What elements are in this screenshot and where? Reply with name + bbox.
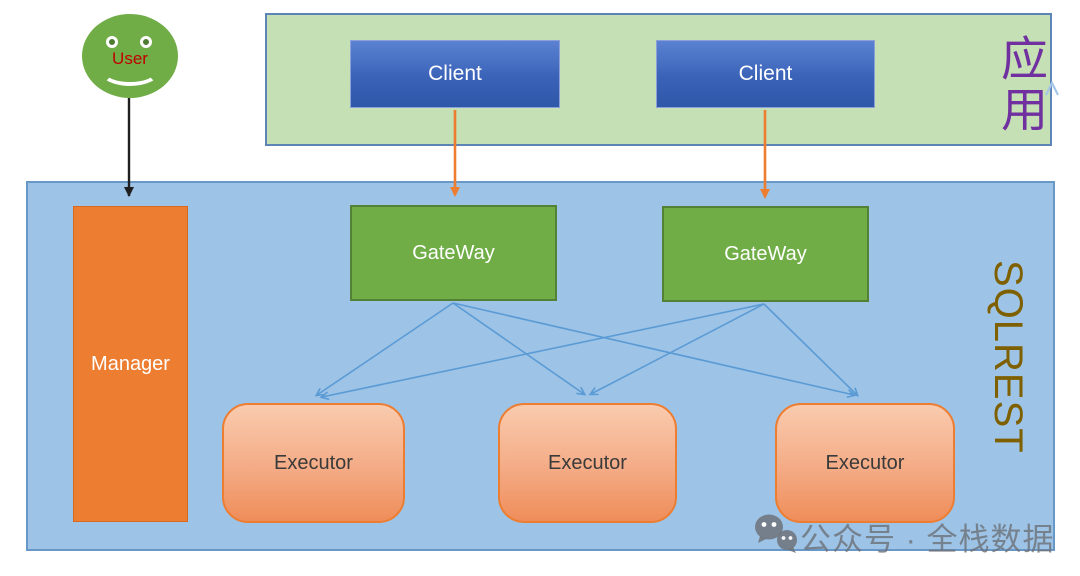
- wechat-icon: [755, 514, 797, 553]
- user-smile-icon: [101, 58, 159, 86]
- gateway-node-1: GateWay: [350, 205, 557, 301]
- user-eye-icon: [140, 36, 152, 48]
- executor-node-2: Executor: [498, 403, 677, 523]
- gateway-node-2: GateWay: [662, 206, 869, 302]
- manager-node: Manager: [73, 206, 188, 522]
- sqlrest-layer-label: SQLREST: [986, 260, 1030, 454]
- watermark-text: 公众号 · 全栈数据: [800, 522, 1055, 557]
- user-avatar: User: [82, 14, 178, 98]
- client-node-1: Client: [350, 40, 560, 108]
- client-node-2: Client: [656, 40, 875, 108]
- user-eye-icon: [106, 36, 118, 48]
- executor-node-1: Executor: [222, 403, 405, 523]
- executor-node-3: Executor: [775, 403, 955, 523]
- watermark: 公众号 · 全栈数据: [752, 508, 1062, 557]
- app-layer-label: 应用: [994, 34, 1047, 136]
